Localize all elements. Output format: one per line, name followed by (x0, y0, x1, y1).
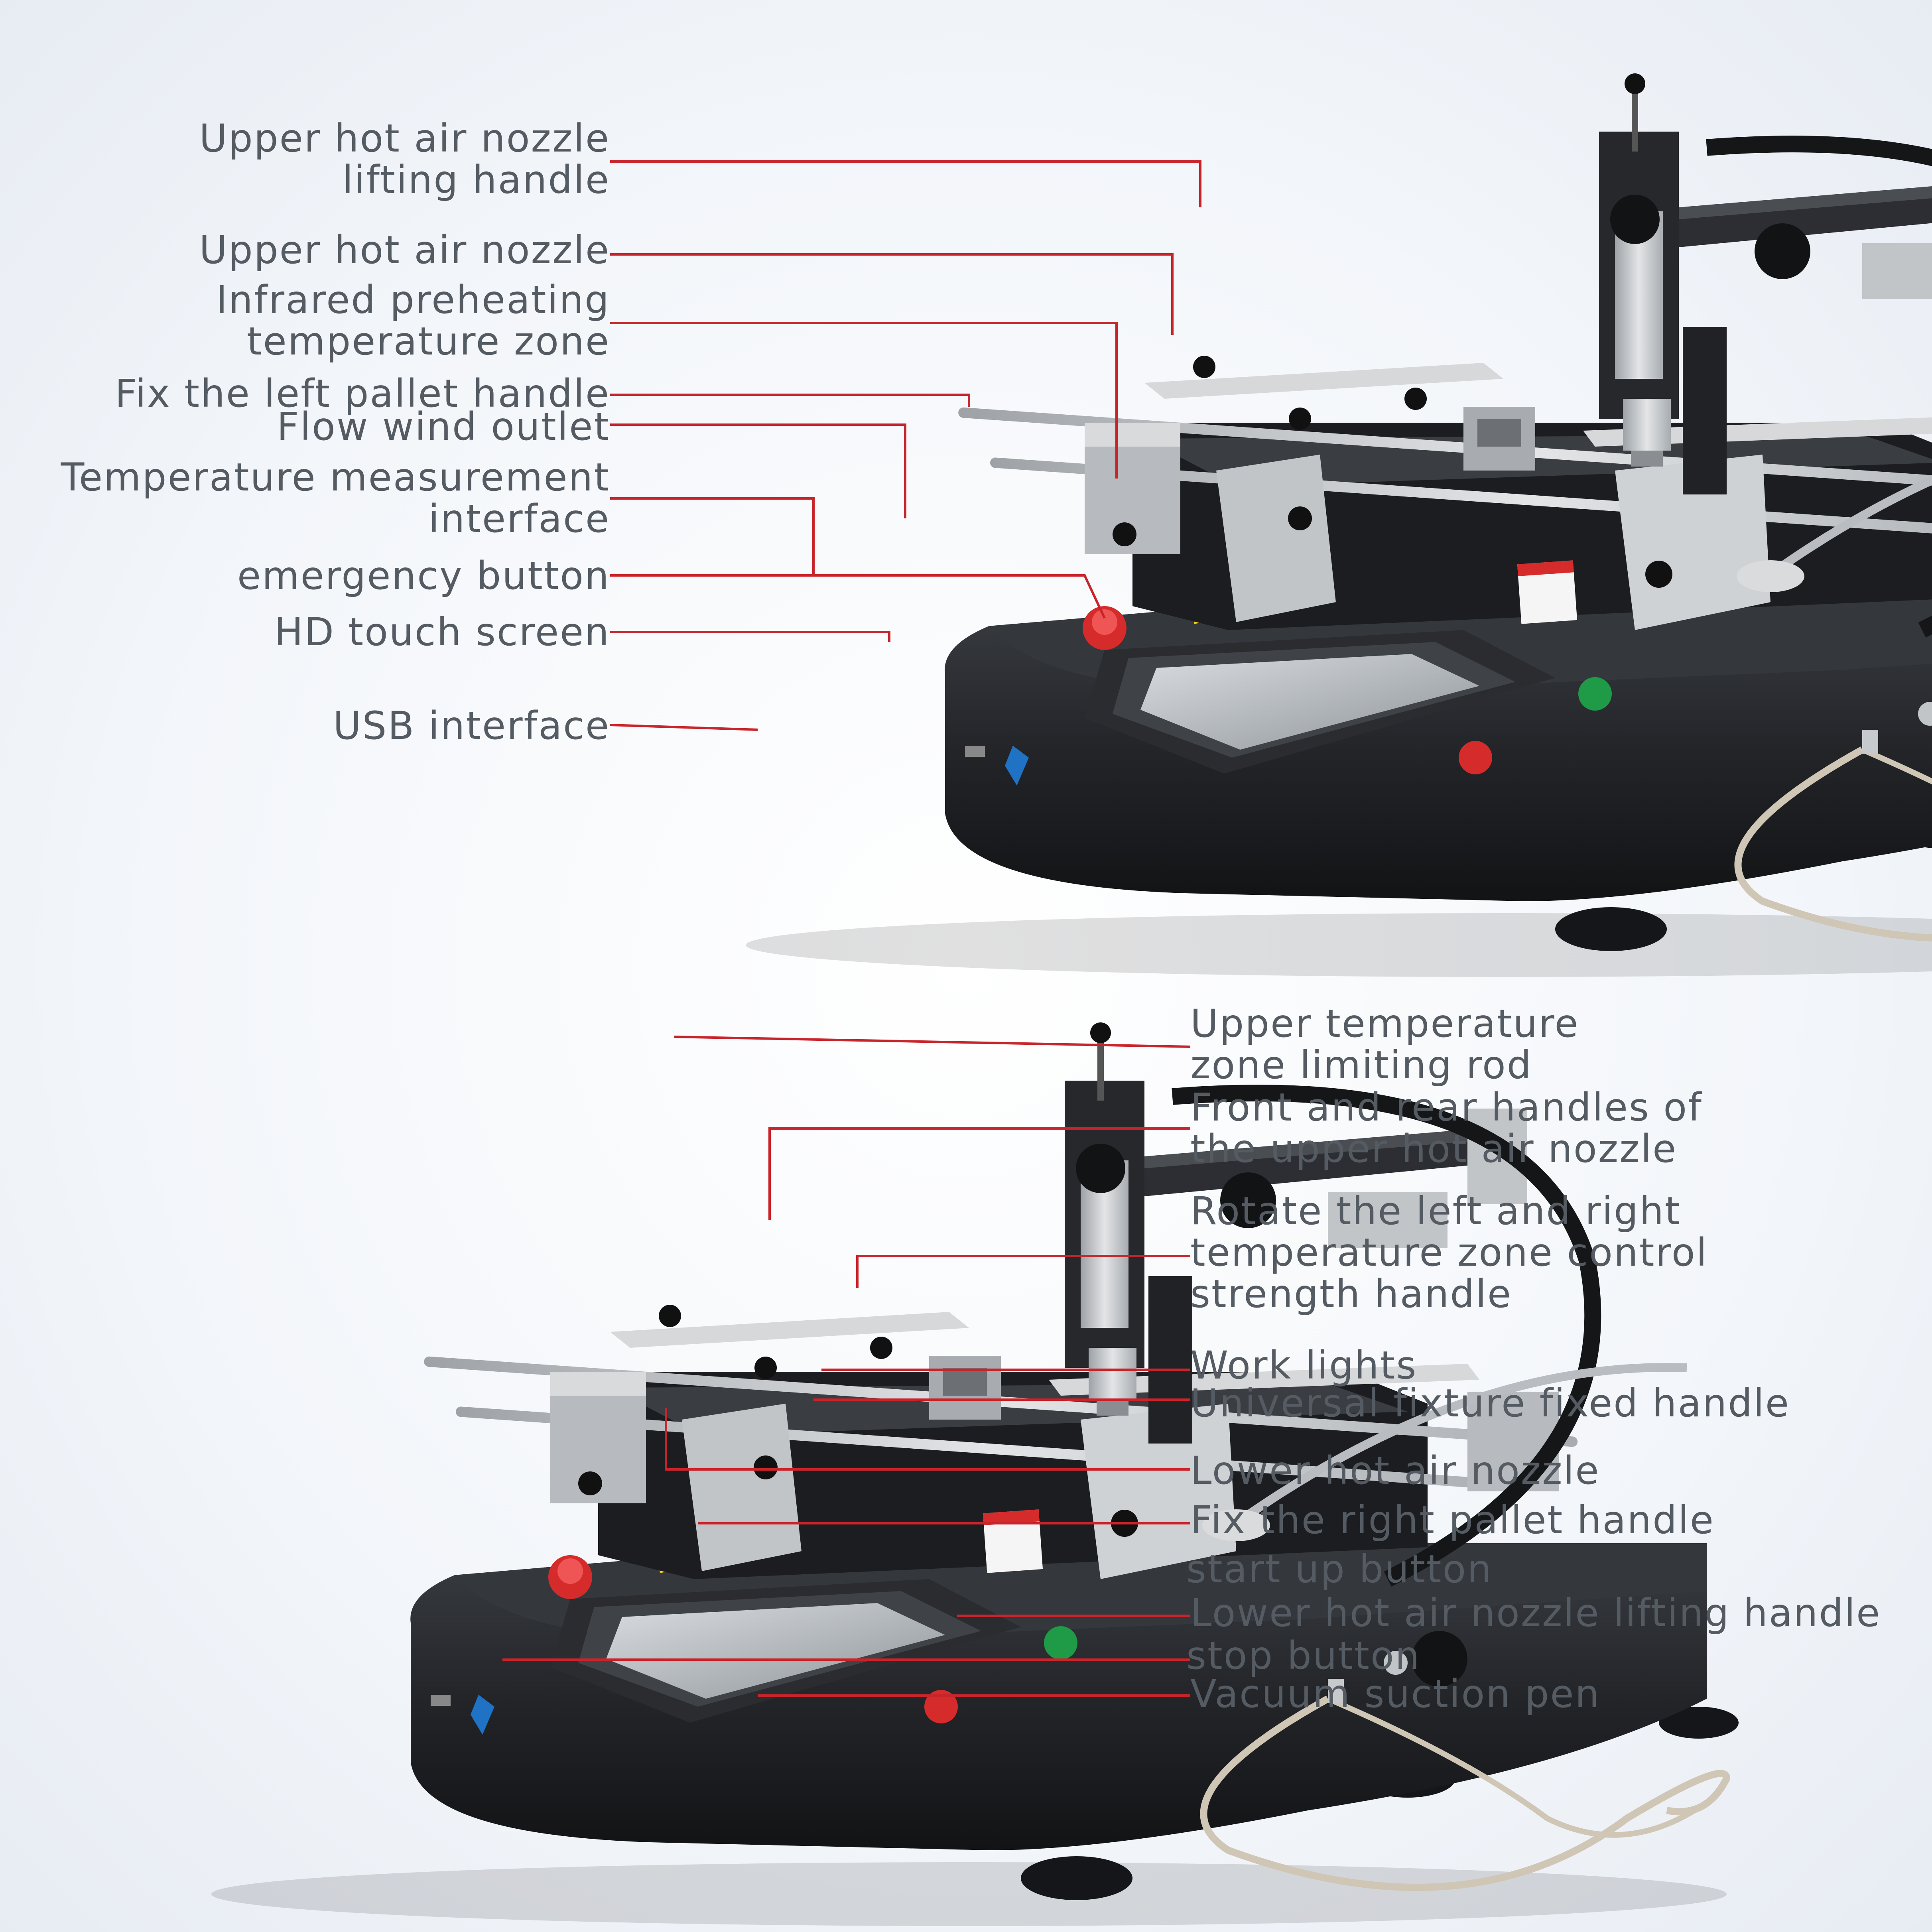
leader-lower-hot-air-nozzle (665, 1408, 1190, 1471)
label-vacuum-suction-pen: Vacuum suction pen (1190, 1672, 1601, 1716)
label-upper-hot-air-nozzle: Upper hot air nozzle (199, 228, 610, 272)
leader-upper-hot-air-nozzle-lifting-handle (610, 160, 1201, 207)
leader-infrared-preheating-temperature-zone (610, 322, 1118, 479)
label-start-up-button: start up button (1186, 1547, 1493, 1591)
leader-upper-hot-air-nozzle (610, 253, 1174, 335)
leader-rotate-temperature-zone-control-handle (856, 1255, 1190, 1288)
bottom-leader-lines (502, 1036, 1191, 1697)
label-usb-interface: USB interface (333, 703, 610, 748)
top-leader-lines (610, 160, 1201, 731)
leader-fix-left-pallet-handle (610, 394, 970, 407)
label-work-lights: Work lights (1190, 1343, 1418, 1388)
label-lower-hot-air-nozzle: Lower hot air nozzle (1190, 1448, 1600, 1493)
label-flow-wind-outlet: Flow wind outlet (277, 404, 610, 449)
leader-upper-temperature-zone-limiting-rod (674, 1036, 1191, 1048)
leader-flow-wind-outlet (610, 423, 906, 518)
label-universal-fixture-fixed-handle: Universal fixture fixed handle (1190, 1381, 1790, 1426)
label-fix-left-pallet-handle: Fix the left pallet handle (115, 371, 610, 416)
label-emergency-button: emergency button (237, 553, 610, 598)
machine-top-view (746, 73, 1932, 977)
label-hd-touch-screen: HD touch screen (274, 610, 610, 654)
label-stop-button: stop button (1186, 1633, 1421, 1678)
label-fix-right-pallet-handle: Fix the right pallet handle (1190, 1498, 1715, 1542)
leader-usb-interface (610, 724, 758, 731)
leader-hd-touch-screen (610, 631, 890, 642)
leader-temperature-measurement-interface (610, 497, 815, 574)
leader-emergency-button (610, 574, 1106, 619)
leader-front-rear-handles-upper-nozzle (768, 1127, 1190, 1220)
label-lower-hot-air-nozzle-lifting-handle: Lower hot air nozzle lifting handle (1190, 1591, 1881, 1635)
